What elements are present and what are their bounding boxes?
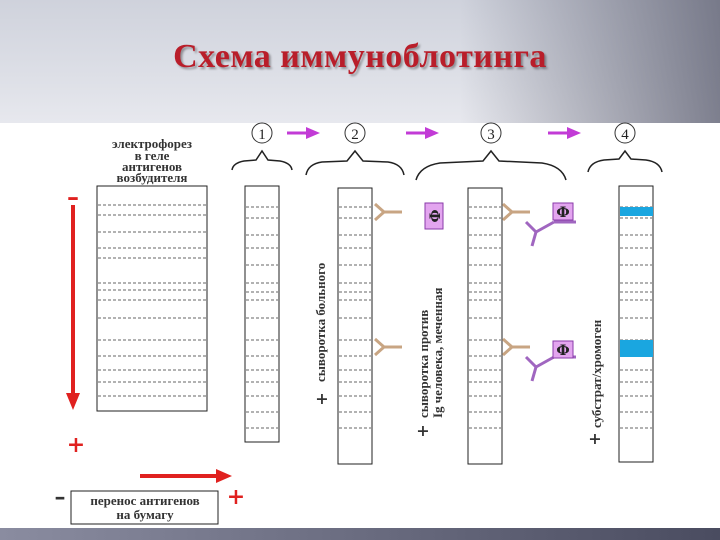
electrophoresis-label: электрофорез в геле антигенов возбудител… xyxy=(112,136,192,185)
title-band-shade xyxy=(460,0,720,123)
electrophoresis-line-1: электрофорез xyxy=(112,136,192,151)
bottom-bar xyxy=(0,528,720,540)
transfer-plus-sign: + xyxy=(227,484,245,510)
strip-step-4 xyxy=(618,185,654,463)
enzyme-letter-upper: Ф xyxy=(556,205,569,221)
step-arrow-2-3 xyxy=(406,127,439,139)
step-3-marker: 3 xyxy=(480,122,502,144)
step-3-number: 3 xyxy=(487,127,495,143)
enzyme-letter-lower: Ф xyxy=(556,343,569,359)
step-arrow-3-4 xyxy=(548,127,581,139)
enzyme-box-upper: Ф xyxy=(552,202,574,221)
reagent-2-plus: + xyxy=(416,421,429,440)
enzyme-box-lower: Ф xyxy=(552,340,574,359)
strip-step-3 xyxy=(467,187,503,465)
bracket-step-1 xyxy=(231,149,293,171)
step-4-marker: 4 xyxy=(614,122,636,144)
transfer-line-2: на бумагу xyxy=(116,507,174,522)
reagent-label-1: сыворотка больного xyxy=(313,263,328,382)
reagent-1-text: сыворотка больного xyxy=(313,263,328,382)
enzyme-letter-free: Ф xyxy=(428,209,444,222)
bracket-step-2 xyxy=(305,149,405,176)
bracket-step-3 xyxy=(415,149,567,181)
step-4-number: 4 xyxy=(621,127,629,143)
transfer-arrow xyxy=(140,469,232,483)
step-2-marker: 2 xyxy=(344,122,366,144)
reagent-2-line-2: Ig человека, меченная xyxy=(430,288,445,418)
step-1-marker: 1 xyxy=(251,122,273,144)
electrophoresis-direction-arrow xyxy=(66,205,80,410)
gel-block xyxy=(96,185,208,412)
primary-antibody-step3-upper xyxy=(502,202,530,222)
reagent-3-plus: + xyxy=(588,429,601,448)
strip-step-1 xyxy=(244,185,280,443)
title-band xyxy=(0,0,720,123)
electrophoresis-line-2: в геле xyxy=(135,148,170,163)
stained-band-bottom xyxy=(620,340,653,357)
step-arrow-1-2 xyxy=(287,127,320,139)
step-2-number: 2 xyxy=(351,127,359,143)
reagent-1-plus: + xyxy=(315,389,328,408)
primary-antibody-step2-lower xyxy=(374,337,402,357)
reagent-label-3: субстрат/хромоген xyxy=(589,319,604,428)
electrophoresis-line-3: антигенов xyxy=(122,159,182,174)
gel-minus-sign: – xyxy=(67,182,79,211)
transfer-label-box xyxy=(70,490,219,525)
strip-step-2 xyxy=(337,187,373,465)
secondary-antibody-lower xyxy=(524,355,576,382)
gel-plus-sign: + xyxy=(67,432,85,458)
reagent-label-2: сыворотка против Ig человека, меченная xyxy=(416,288,445,418)
bracket-step-4 xyxy=(587,149,663,173)
secondary-antibody-upper xyxy=(524,220,576,247)
transfer-label: перенос антигенов на бумагу xyxy=(90,493,199,522)
step-1-number: 1 xyxy=(258,127,266,143)
reagent-2-line-1: сыворотка против xyxy=(416,310,431,418)
primary-antibody-step3-lower xyxy=(502,337,530,357)
electrophoresis-line-4: возбудителя xyxy=(117,170,188,185)
reagent-3-text: субстрат/хромоген xyxy=(589,319,604,428)
transfer-line-1: перенос антигенов xyxy=(90,493,199,508)
stained-band-top xyxy=(620,207,653,216)
enzyme-label-box-free: Ф xyxy=(424,202,444,230)
transfer-minus-sign: – xyxy=(55,484,66,510)
primary-antibody-step2-upper xyxy=(374,202,402,222)
slide-title: Схема иммуноблотинга xyxy=(173,38,547,75)
